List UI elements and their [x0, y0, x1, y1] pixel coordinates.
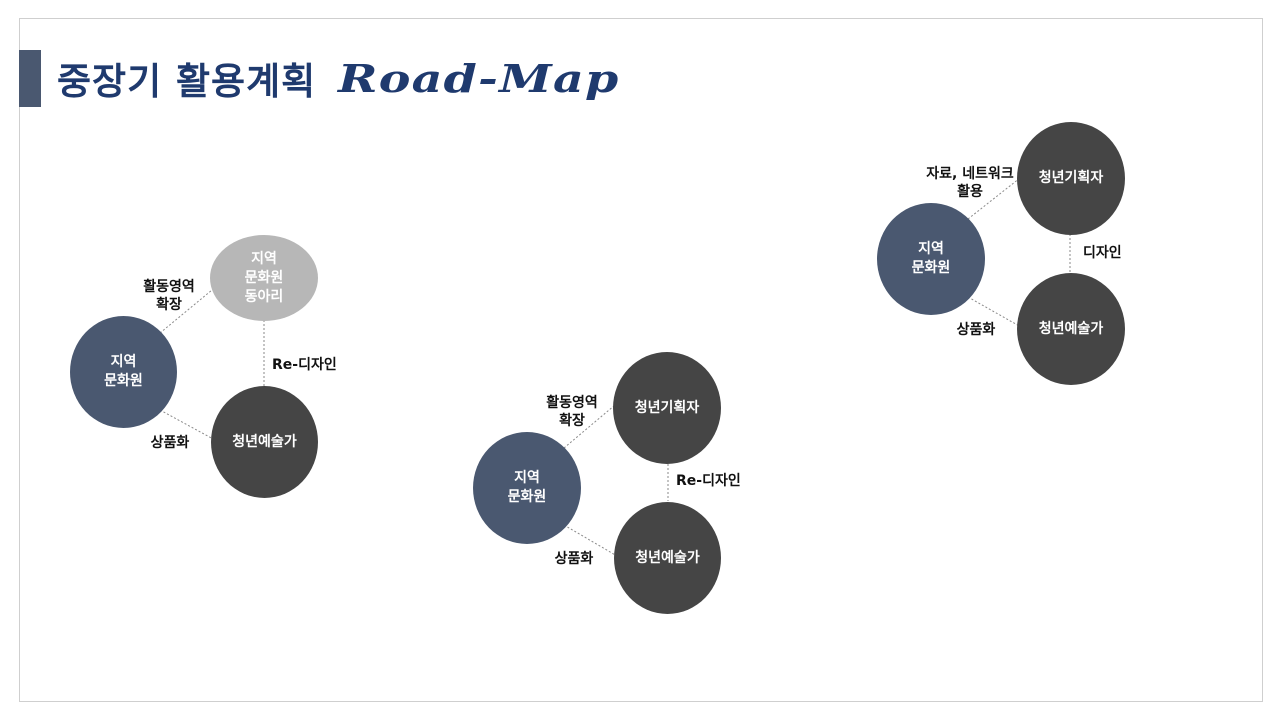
node-planner-d3: 청년기획자: [1017, 122, 1125, 235]
connector-d3-top: [967, 177, 1021, 220]
node-center-d3: 지역 문화원: [877, 203, 985, 315]
node-artist-d1: 청년예술가: [211, 386, 318, 498]
node-center-d2: 지역 문화원: [473, 432, 581, 544]
slide-frame: [19, 18, 1263, 702]
connector-d1-top: [159, 289, 213, 334]
title-accent-bar: [19, 50, 41, 107]
title-korean: 중장기 활용계획: [57, 60, 317, 103]
node-artist-d2: 청년예술가: [614, 502, 721, 614]
label-expand-d1: 활동영역 확장: [143, 279, 195, 313]
node-center-d1: 지역 문화원: [70, 316, 177, 428]
connector-d1-bottom: [159, 409, 216, 441]
label-expand-d2: 활동영역 확장: [546, 395, 598, 429]
node-artist-d3: 청년예술가: [1017, 273, 1125, 385]
label-commercialize-d2: 상품화: [554, 551, 594, 567]
page-title: 중장기 활용계획 Road-Map: [57, 52, 618, 104]
connector-d2-top: [563, 404, 616, 449]
title-roadmap: Road-Map: [338, 55, 620, 101]
label-commercialize-d3: 상품화: [956, 322, 996, 338]
label-resources-d3: 자료, 네트워크 활용: [926, 166, 1014, 200]
label-redesign-d2: Re-디자인: [676, 473, 741, 489]
label-design-d3: 디자인: [1083, 245, 1122, 261]
label-redesign-d1: Re-디자인: [272, 357, 337, 373]
label-commercialize-d1: 상품화: [150, 435, 190, 451]
node-planner-d2: 청년기획자: [613, 352, 721, 464]
node-club-d1: 지역 문화원 동아리: [210, 235, 318, 321]
